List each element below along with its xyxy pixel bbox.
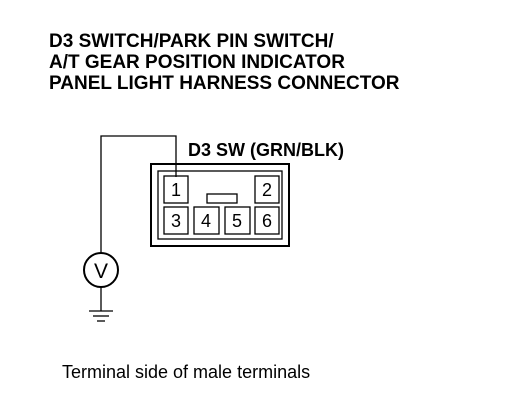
title-line-2: A/T GEAR POSITION INDICATOR	[49, 52, 345, 73]
connector-outer-shell	[150, 163, 290, 247]
connector-inner-shell	[157, 170, 283, 240]
pin-3-label: 3	[171, 211, 181, 231]
pin-6-label: 6	[262, 211, 272, 231]
pin-3: 3	[163, 206, 189, 235]
voltmeter-symbol: V	[94, 260, 108, 283]
voltmeter: V	[83, 252, 119, 288]
diagram-caption: Terminal side of male terminals	[62, 362, 310, 382]
title-line-1: D3 SWITCH/PARK PIN SWITCH/	[49, 31, 334, 52]
diagram-title: D3 SWITCH/PARK PIN SWITCH/ A/T GEAR POSI…	[49, 31, 400, 94]
pin-4-label: 4	[201, 211, 211, 231]
title-line-3: PANEL LIGHT HARNESS CONNECTOR	[49, 73, 400, 94]
pin-5: 5	[224, 206, 251, 235]
pin-2-label: 2	[262, 180, 272, 200]
pin-1-label: 1	[171, 180, 181, 200]
pin-4: 4	[193, 206, 220, 235]
ground-icon	[89, 310, 113, 322]
pin-5-label: 5	[232, 211, 242, 231]
connector-lock-tab	[206, 193, 238, 204]
connector-housing	[150, 163, 290, 247]
connector-pins: 1 2 3 4 5 6	[163, 175, 280, 235]
wire-label: D3 SW (GRN/BLK)	[188, 140, 344, 160]
pin-6: 6	[254, 206, 280, 235]
pin-1: 1	[163, 175, 189, 204]
pin-2: 2	[254, 175, 280, 204]
probe-wire	[100, 135, 177, 253]
